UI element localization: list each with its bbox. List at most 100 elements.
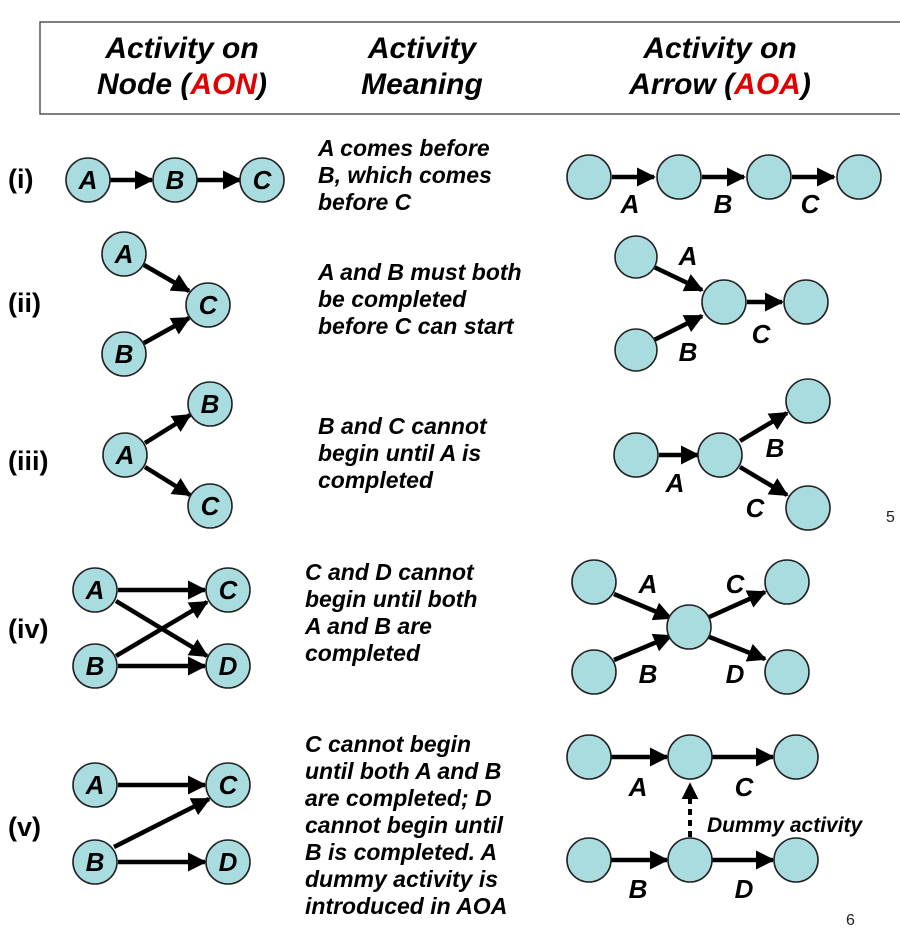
aon-iv-node-d	[205, 643, 251, 689]
aon-v-label-c: C	[219, 770, 239, 800]
aoa-iv-node-4	[764, 559, 810, 605]
aon-iii-node-b	[187, 381, 233, 427]
aoa-iii-node-3	[785, 378, 831, 424]
aoa-iii-label-b: B	[766, 433, 785, 463]
aon-v-node-a	[72, 762, 118, 808]
aon-iv-label-b: B	[86, 651, 105, 681]
aoa-ii-node-1	[614, 235, 658, 279]
aoa-iv-label-b: B	[639, 659, 658, 689]
aon-diagram-iii: A B C	[102, 381, 233, 529]
aoa-diagram-iv: A B C D	[571, 559, 810, 695]
aon-iv-node-b	[72, 643, 118, 689]
aoa-ii-node-4	[783, 279, 829, 325]
aoa-i-label-b: B	[714, 189, 733, 219]
aon-v-label-d: D	[219, 847, 238, 877]
aoa-v-node-4	[566, 837, 612, 883]
aon-v-node-d	[205, 839, 251, 885]
aoa-v-node-1	[566, 734, 612, 780]
aon-v-edge-b-c	[112, 796, 211, 850]
aoa-iv-label-d: D	[726, 659, 745, 689]
aoa-iv-node-1	[571, 559, 617, 605]
aon-i-label-b: B	[166, 165, 185, 195]
aoa-v-node-6	[773, 837, 819, 883]
aon-iv-edge-b-c	[114, 600, 209, 658]
aoa-iii-label-a: A	[665, 468, 685, 498]
meaning-text-i: A comes before B, which comes before C	[317, 135, 498, 215]
aoa-iii-node-1	[613, 432, 659, 478]
page-number-6: 6	[846, 912, 855, 929]
aoa-iii-arrow-c	[738, 465, 789, 497]
aoa-iv-node-3	[666, 604, 712, 650]
aon-iii-label-b: B	[201, 389, 220, 419]
aoa-iv-label-a: A	[638, 569, 658, 599]
aoa-i-node-2	[656, 154, 702, 200]
header-aoa-line1: Activity on	[642, 32, 796, 65]
aoa-v-node-5	[667, 837, 713, 883]
header-meaning-line1: Activity	[367, 32, 478, 65]
aon-diagram-i: A B C	[65, 157, 285, 203]
row-label-v: (v)	[8, 812, 41, 842]
row-label-iv: (iv)	[8, 614, 49, 644]
aon-ii-node-a	[101, 231, 147, 277]
aoa-diagram-v: A C B D Dummy activity	[566, 734, 864, 904]
meaning-text-ii: A and B must both be completed before C …	[317, 259, 528, 339]
aon-i-label-a: A	[78, 165, 98, 195]
page-number-5: 5	[886, 509, 895, 526]
aoa-ii-label-a: A	[678, 241, 698, 271]
aoa-v-label-a: A	[628, 772, 648, 802]
aon-v-node-c	[205, 762, 251, 808]
header-meaning-line2: Meaning	[361, 68, 483, 101]
aon-ii-node-b	[101, 331, 147, 377]
aon-v-label-b: B	[86, 847, 105, 877]
aon-ii-edge-a-c	[142, 263, 191, 293]
row-label-ii: (ii)	[8, 288, 41, 318]
row-label-iii: (iii)	[8, 446, 49, 476]
header-aoa-accent: AOA	[733, 68, 801, 101]
meaning-text-v: C cannot begin until both A and B are co…	[305, 731, 509, 919]
aoa-iv-node-2	[571, 649, 617, 695]
aoa-v-label-b: B	[629, 874, 648, 904]
aon-iv-node-a	[72, 567, 118, 613]
aon-iii-node-c	[187, 483, 233, 529]
aoa-iii-label-c: C	[746, 493, 766, 523]
aoa-ii-label-c: C	[752, 319, 772, 349]
aoa-diagram-iii: A B C	[613, 378, 831, 531]
aon-ii-edge-b-c	[142, 316, 191, 345]
aoa-iv-arrow-b	[613, 633, 673, 663]
aoa-iii-arrow-b	[738, 411, 789, 443]
aon-diagram-iv: A B C D	[72, 567, 251, 689]
header-aoa-line2: Arrow (AOA)	[628, 68, 811, 101]
aon-iii-edge-a-c	[143, 465, 192, 497]
meaning-text-iii: B and C cannot begin until A is complete…	[318, 413, 493, 493]
aoa-iv-arrow-a	[613, 591, 673, 621]
aon-diagram-ii: A B C	[101, 231, 231, 377]
aon-iv-node-c	[205, 567, 251, 613]
aoa-ii-arrow-b	[652, 313, 704, 343]
aon-ii-label-c: C	[199, 290, 219, 320]
aon-v-node-b	[72, 839, 118, 885]
header-aon-line1: Activity on	[104, 32, 258, 65]
aoa-i-node-4	[836, 154, 882, 200]
aon-i-label-c: C	[253, 165, 273, 195]
aoa-iv-node-5	[764, 649, 810, 695]
aoa-i-node-3	[746, 154, 792, 200]
aon-ii-node-c	[185, 282, 231, 328]
aon-iv-label-a: A	[85, 575, 105, 605]
aoa-ii-label-b: B	[679, 337, 698, 367]
aoa-iv-label-c: C	[726, 569, 746, 599]
meaning-text-iv: C and D cannot begin until both A and B …	[304, 559, 484, 666]
aoa-i-label-c: C	[801, 189, 821, 219]
aoa-i-label-a: A	[620, 189, 640, 219]
aoa-iii-node-4	[785, 485, 831, 531]
header-box	[39, 21, 900, 115]
aon-iv-label-d: D	[219, 651, 238, 681]
aon-i-node-c	[239, 157, 285, 203]
aon-i-node-b	[152, 157, 198, 203]
aon-diagram-v: A B C D	[72, 762, 251, 885]
aoa-ii-node-2	[614, 328, 658, 372]
aoa-iv-arrow-c	[706, 589, 767, 621]
aon-iii-label-a: A	[115, 440, 135, 470]
aoa-v-dummy-label: Dummy activity	[707, 814, 864, 837]
aoa-diagram-i: A B C	[566, 154, 882, 219]
